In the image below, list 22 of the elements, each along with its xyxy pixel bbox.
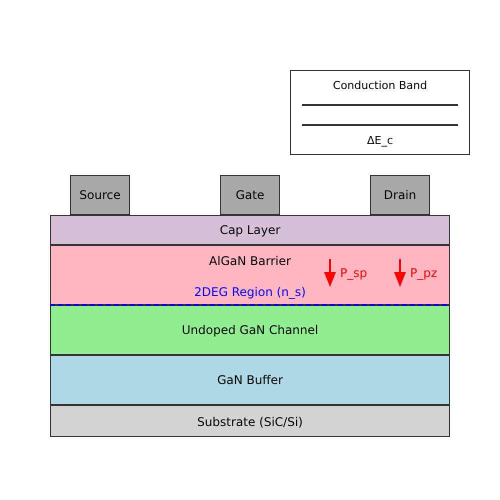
layer-band: [50, 355, 450, 405]
layer-band: [50, 245, 450, 305]
polarization-label: P_sp: [340, 266, 368, 280]
layer-name: AlGaN Barrier: [209, 254, 291, 268]
region-label: 2DEG Region (n_s): [194, 285, 306, 299]
contact-pad: [370, 175, 430, 215]
contact-name: Source: [79, 188, 121, 202]
inset-title: Conduction Band: [332, 79, 428, 93]
contact-name: Drain: [384, 188, 416, 202]
contact-pad: [220, 175, 280, 215]
layer-band: [50, 215, 450, 245]
layer-band: [50, 405, 450, 437]
layer-name: Substrate (SiC/Si): [197, 415, 303, 429]
layer-band: [50, 305, 450, 355]
layer-name: Cap Layer: [220, 223, 280, 237]
layer-name: Undoped GaN Channel: [182, 323, 318, 337]
band-offset-label: ΔE_c: [366, 134, 394, 148]
band-diagram-inset: [290, 70, 470, 155]
layer-name: GaN Buffer: [217, 373, 283, 387]
contact-pad: [70, 175, 130, 215]
contact-name: Gate: [236, 188, 264, 202]
polarization-label: P_pz: [410, 266, 438, 280]
